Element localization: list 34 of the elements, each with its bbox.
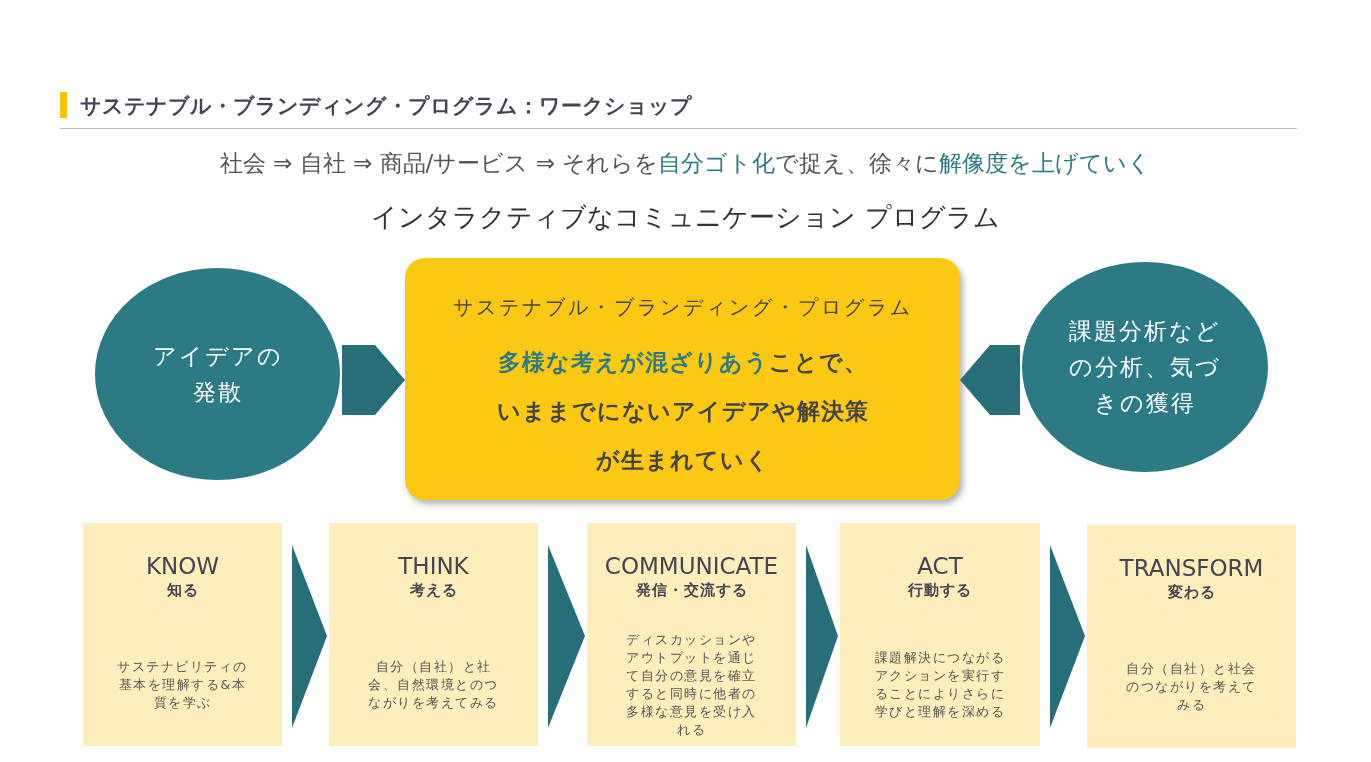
box-text: 多様な考えが混ざりあうことで、いままでにないアイデアや解決策が生まれていく bbox=[495, 348, 870, 475]
step-box bbox=[587, 523, 796, 746]
step-description: 課題解決につながるアクションを実行することによりさらに学びと理解を深める bbox=[873, 648, 1007, 721]
chevron-arrow bbox=[960, 345, 1020, 415]
chevron-arrow bbox=[342, 345, 405, 415]
subtitle: 社会 ⇒ 自社 ⇒ 商品/サービス ⇒ それらを自分ゴト化で捉え、徐々に解像度を上げていく bbox=[219, 150, 1152, 176]
step-subtitle: 変わる bbox=[1166, 583, 1217, 602]
heading: インタラクティブなコミュニケーション プログラム bbox=[371, 202, 1000, 232]
step-subtitle: 考える bbox=[408, 581, 459, 600]
step-description: サステナビリティの基本を理解する&本質を学ぶ bbox=[116, 657, 249, 712]
box-heading: サステナブル・ブランディング・プログラム bbox=[451, 294, 914, 321]
step-box bbox=[840, 523, 1040, 746]
program-box bbox=[405, 258, 960, 500]
triangle-arrow bbox=[806, 545, 838, 728]
step-title: COMMUNICATE bbox=[603, 553, 780, 579]
step-box bbox=[83, 523, 282, 746]
step-box bbox=[329, 523, 538, 746]
triangle-arrow bbox=[1050, 545, 1085, 728]
step-subtitle: 発信・交流する bbox=[634, 581, 749, 600]
step-title: THINK bbox=[397, 553, 470, 579]
circle-text: アイデアの発散 bbox=[151, 342, 284, 407]
step-subtitle: 行動する bbox=[907, 581, 973, 600]
step-title: TRANSFORM bbox=[1118, 555, 1265, 581]
triangle-arrow bbox=[292, 545, 327, 728]
step-title: KNOW bbox=[144, 553, 221, 579]
triangle-arrow bbox=[548, 545, 585, 728]
step-subtitle: 知る bbox=[165, 581, 200, 600]
step-description: 自分（自社）と社会のつながりを考えてみる bbox=[1125, 659, 1258, 714]
step-title: ACT bbox=[916, 553, 964, 579]
circle-text: 課題分析などの分析、気づきの獲得 bbox=[1068, 317, 1222, 418]
step-description: ディスカッションやアウトプットを通じて自分の意見を確立すると同時に他者の多様な意見を受け入れる bbox=[625, 630, 758, 739]
step-description: 自分（自社）と社会、自然環境とのつながりを考えてみる bbox=[367, 657, 500, 712]
title: サステナブル・ブランディング・プログラム：ワークショップ bbox=[80, 93, 692, 120]
step-box bbox=[1087, 525, 1296, 748]
